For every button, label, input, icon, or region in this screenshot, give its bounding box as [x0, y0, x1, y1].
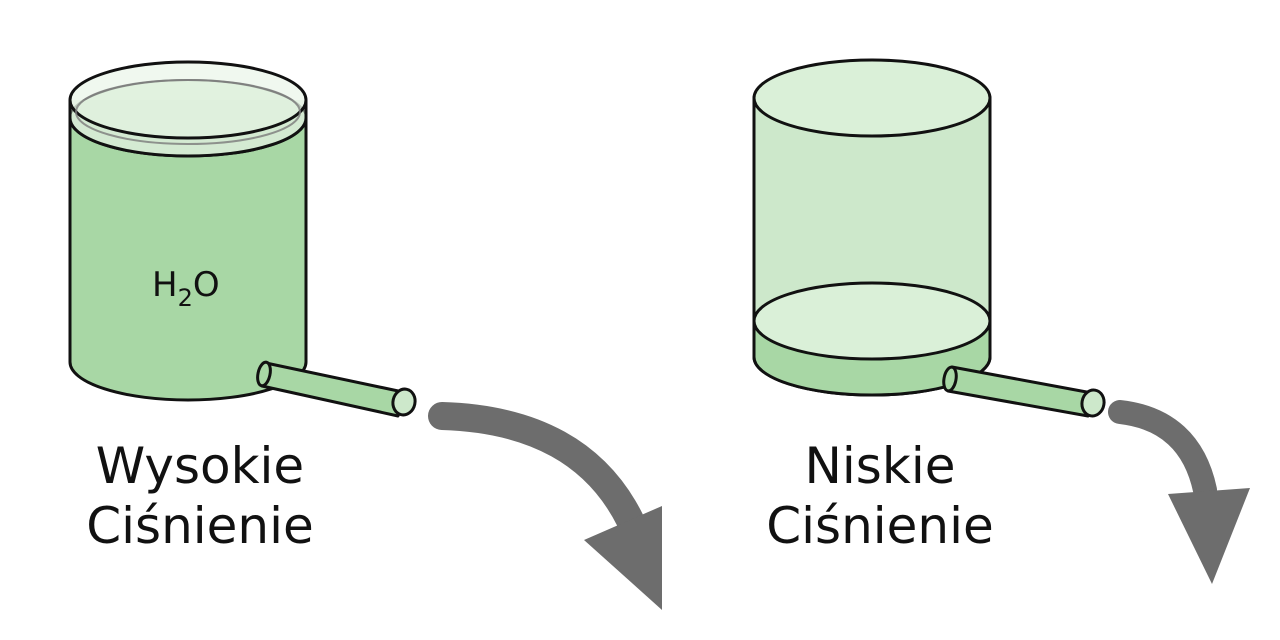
low-pressure-label: Niskie Ciśnienie — [720, 436, 1040, 556]
high-tank-opening — [68, 60, 308, 140]
high-flow-arrow — [428, 402, 662, 610]
high-tank-opening-inner — [75, 79, 301, 145]
low-flow-arrow — [1108, 400, 1250, 584]
low-tank-water-surface — [752, 281, 992, 361]
high-tank-pipe — [256, 360, 417, 418]
low-tank-opening — [752, 58, 992, 138]
high-tank-water — [68, 117, 308, 402]
high-pressure-label-line-2: Ciśnienie — [86, 497, 314, 555]
low-pressure-tank — [752, 58, 1106, 418]
low-tank-pipe — [942, 365, 1106, 418]
high-pressure-label-line-1: Wysokie — [95, 437, 305, 495]
high-pressure-label: Wysokie Ciśnienie — [40, 436, 360, 556]
low-pressure-label-line-1: Niskie — [804, 437, 956, 495]
high-pressure-tank: H2O — [68, 60, 417, 418]
low-pressure-label-line-2: Ciśnienie — [766, 497, 994, 555]
water-formula: H2O — [152, 265, 220, 312]
